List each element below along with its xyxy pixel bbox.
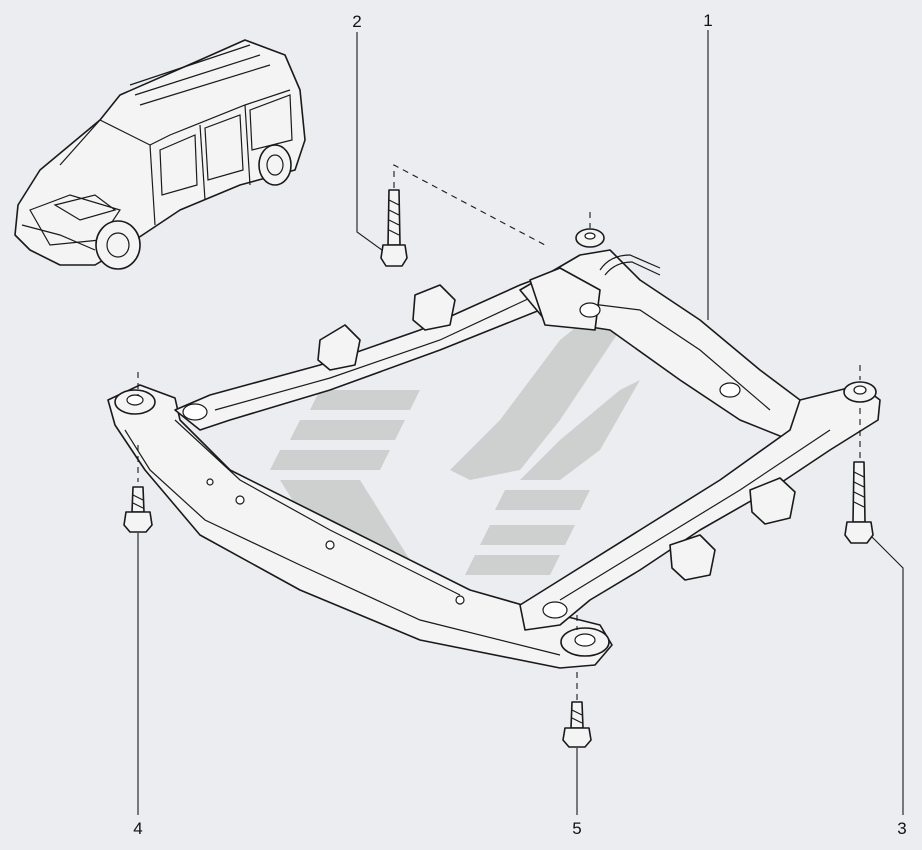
callout-2: 2: [352, 12, 361, 31]
leader-line-3: [871, 536, 904, 815]
leader-line-2: [356, 32, 383, 251]
callout-1: 1: [703, 11, 712, 30]
assembly-path-bolt-2: [393, 164, 546, 246]
callout-4: 4: [133, 819, 142, 838]
bolt-4: [123, 486, 153, 533]
bolt-3: [844, 461, 874, 544]
callout-5: 5: [572, 819, 581, 838]
bolt-2: [380, 189, 408, 267]
callout-3: 3: [897, 819, 906, 838]
bolt-5: [562, 701, 592, 748]
vehicle-thumbnail: [14, 39, 306, 270]
subframe-crossmember: [107, 228, 881, 669]
